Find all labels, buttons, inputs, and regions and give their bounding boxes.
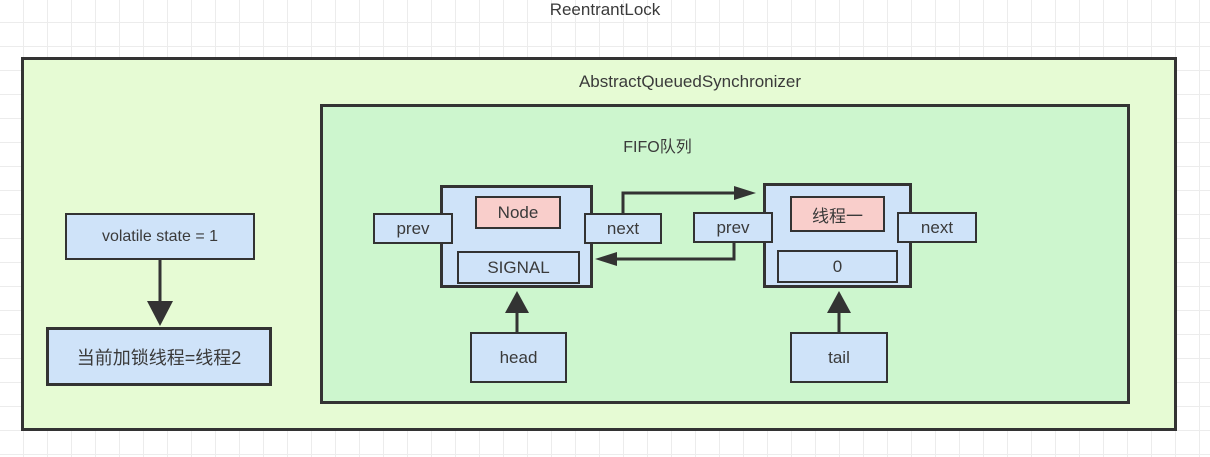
- node2-prev-box: prev: [693, 212, 773, 243]
- node2-waitstatus-box: 0: [777, 250, 898, 283]
- node1-next-box: next: [584, 213, 662, 244]
- aqs-title: AbstractQueuedSynchronizer: [578, 72, 802, 91]
- lock-owner-box: 当前加锁线程=线程2: [46, 327, 272, 386]
- tail-pointer-box: tail: [790, 332, 888, 383]
- node1-waitstatus-box: SIGNAL: [457, 251, 580, 284]
- head-pointer-box: head: [470, 332, 567, 383]
- volatile-state-box: volatile state = 1: [65, 213, 255, 260]
- node1-prev-box: prev: [373, 213, 453, 244]
- node2-thread-box: 线程一: [790, 196, 885, 232]
- diagram-title: ReentrantLock: [549, 0, 661, 19]
- node2-next-box: next: [897, 212, 977, 243]
- node1-name-box: Node: [475, 196, 561, 229]
- fifo-queue-title: FIFO队列: [623, 139, 692, 156]
